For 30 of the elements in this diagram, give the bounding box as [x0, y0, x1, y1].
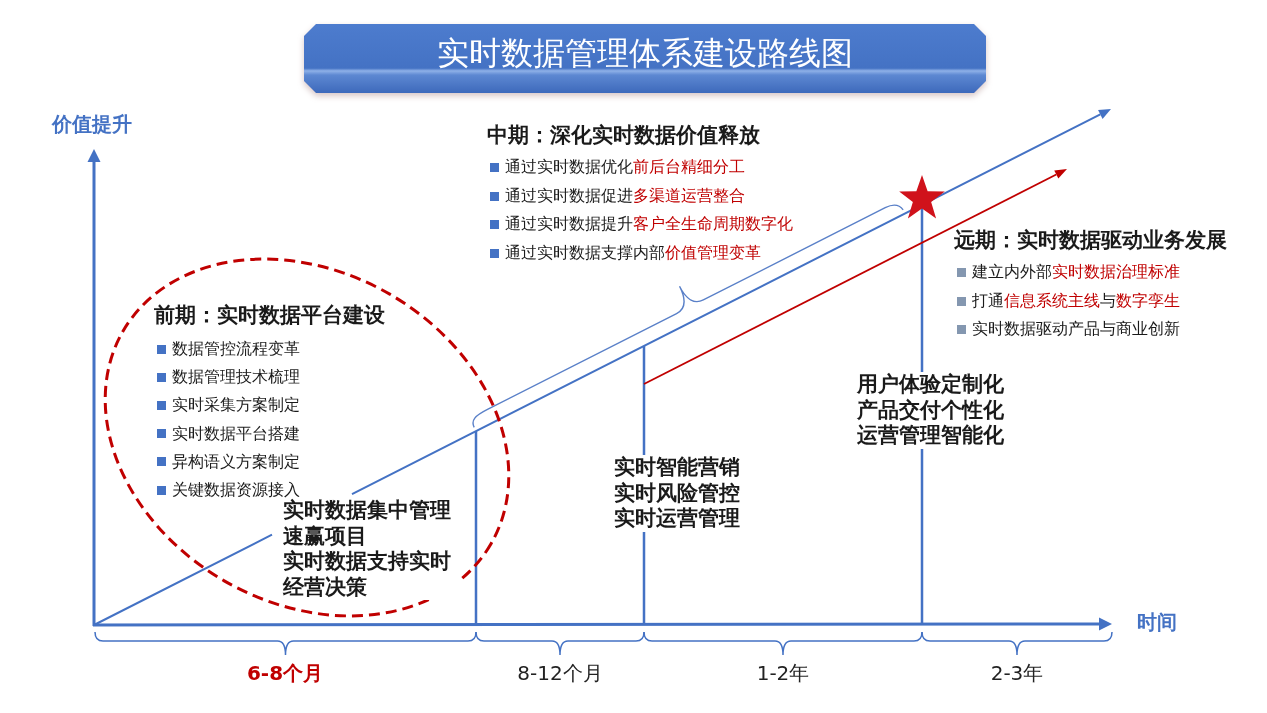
list-item: 异构语义方案制定	[172, 451, 300, 472]
list-item: 通过实时数据提升客户全生命周期数字化	[505, 214, 793, 234]
milestone-text: 实时运营管理	[614, 506, 740, 532]
duration-label: 2-3年	[990, 661, 1044, 685]
duration-label: 8-12个月	[517, 661, 603, 685]
list-item: 建立内外部实时数据治理标准	[972, 262, 1180, 282]
list-item: 关键数据资源接入	[172, 480, 300, 499]
duration-label: 1-2年	[756, 661, 810, 685]
milestone-text: 运营管理智能化	[857, 423, 1004, 449]
phase-heading: 远期：实时数据驱动业务发展	[954, 229, 1227, 251]
phase-heading: 前期：实时数据平台建设	[154, 304, 385, 326]
milestone-text: 用户体验定制化	[857, 372, 1004, 398]
list-item: 实时数据驱动产品与商业创新	[972, 319, 1180, 339]
list-item: 数据管控流程变革	[172, 339, 300, 359]
diagram-title: 实时数据管理体系建设路线图	[437, 35, 853, 71]
list-item: 实时采集方案制定	[172, 395, 300, 416]
axis-label: 时间	[1137, 610, 1177, 634]
duration-label: 6-8个月	[246, 661, 324, 685]
list-item: 通过实时数据促进多渠道运营整合	[505, 186, 745, 206]
list-item: 数据管理技术梳理	[172, 367, 300, 388]
milestone-text: 实时风险管控	[614, 480, 740, 507]
phase-heading: 中期：深化实时数据价值释放	[487, 124, 760, 146]
list-item: 通过实时数据支撑内部价值管理变革	[505, 243, 761, 263]
milestone-text: 实时数据支持实时经营决策	[283, 549, 459, 601]
milestone-text: 实时智能营销	[614, 455, 740, 481]
list-item: 打通信息系统主线与数字孪生	[972, 291, 1180, 311]
list-item: 实时数据平台搭建	[172, 423, 300, 444]
list-item: 通过实时数据优化前后台精细分工	[505, 157, 745, 177]
milestone-text: 产品交付个性化	[857, 397, 1004, 424]
axis-label: 价值提升	[52, 112, 132, 136]
